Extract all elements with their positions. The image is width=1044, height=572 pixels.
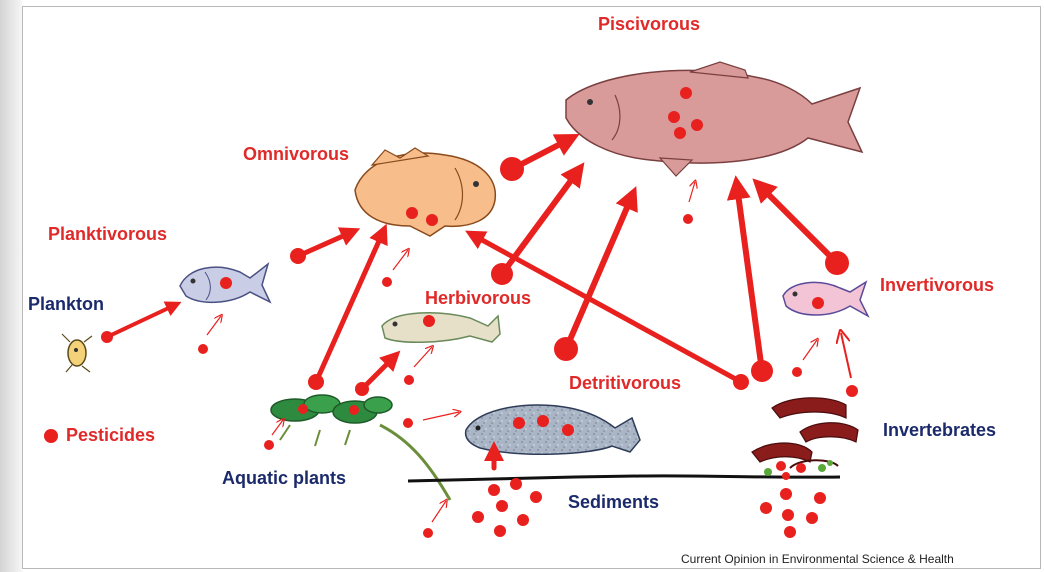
label-invertebrates: Invertebrates xyxy=(883,420,996,441)
label-omnivorous: Omnivorous xyxy=(243,144,349,165)
omnivorous-fish-icon xyxy=(355,148,495,236)
label-piscivorous: Piscivorous xyxy=(598,14,700,35)
label-pesticides: Pesticides xyxy=(66,425,155,446)
sediment-line xyxy=(408,476,840,481)
label-invertivorous: Invertivorous xyxy=(880,275,994,296)
label-sediments: Sediments xyxy=(568,492,659,513)
thin-arrow-piscivorous xyxy=(689,182,695,202)
arrow-detritivorous-to-piscivorous xyxy=(566,196,632,349)
pesticide-dot-planktivorous xyxy=(220,277,232,289)
arrow-invertivorous-path-to-piscivorous xyxy=(760,186,837,263)
arrow-invertebrates-to-invertivorous xyxy=(841,333,851,378)
thin-arrow-omnivorous xyxy=(393,250,408,270)
label-plankton: Plankton xyxy=(28,294,104,315)
detritivorous-fish-icon xyxy=(466,405,640,454)
arrow-plants-to-omnivorous xyxy=(316,232,383,382)
invertivorous-fish-icon xyxy=(783,282,868,316)
arrow-planktivorous-to-omnivorous xyxy=(298,232,352,256)
label-detritivorous: Detritivorous xyxy=(569,373,681,394)
arrow-plankton-to-planktivorous xyxy=(107,305,175,337)
thin-arrow-invertivorous xyxy=(803,340,817,360)
source-credit: Current Opinion in Environmental Science… xyxy=(681,552,954,566)
thin-arrow-detritivorous xyxy=(423,412,459,420)
piscivorous-fish-icon xyxy=(566,62,862,176)
thin-arrow-plants xyxy=(272,420,283,435)
plankton-icon xyxy=(62,334,92,372)
pesticide-dot-invertivorous xyxy=(812,297,824,309)
arrow-omnivorous-to-piscivorous xyxy=(512,139,570,169)
arrow-invertivorous-to-piscivorous xyxy=(737,186,762,371)
thin-arrow-planktivorous xyxy=(207,316,221,335)
label-planktivorous: Planktivorous xyxy=(48,224,167,245)
thin-arrow-sediment xyxy=(432,501,446,522)
invertebrates-icon xyxy=(752,398,858,476)
label-aquatic-plants: Aquatic plants xyxy=(222,468,346,489)
label-herbivorous: Herbivorous xyxy=(425,288,531,309)
thin-arrow-herbivorous xyxy=(414,347,432,367)
pesticide-dot-herbivorous xyxy=(423,315,435,327)
pesticide-legend-dot xyxy=(44,429,58,443)
herbivorous-fish-icon xyxy=(382,313,500,343)
arrow-plants-to-herbivorous xyxy=(362,357,394,389)
